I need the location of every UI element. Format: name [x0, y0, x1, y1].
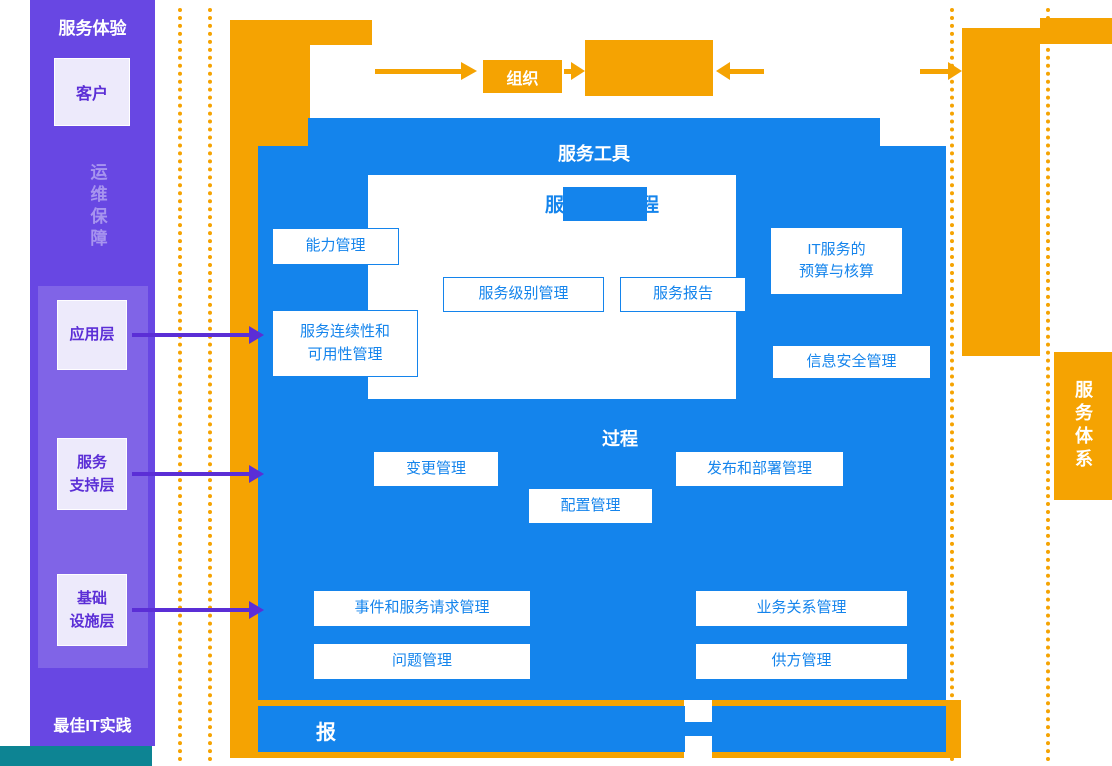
application-layer-arrow-head-icon — [249, 326, 264, 344]
org-box: 组织 — [483, 60, 562, 93]
business-relationship-box: 业务关系管理 — [695, 590, 908, 627]
customer-label: 客户 — [75, 86, 108, 103]
supplier-management-label: 供方管理 — [771, 652, 832, 670]
layer-application-label: 应用层 — [69, 326, 115, 344]
business-relationship-label: 业务关系管理 — [756, 599, 847, 617]
service-tools-title-text: 服务工具 — [558, 144, 630, 164]
arrow-right-icon-1 — [461, 62, 477, 80]
change-management-box: 变更管理 — [373, 451, 499, 487]
bottom-process-bar — [258, 706, 946, 752]
capability-management-box: 能力管理 — [272, 228, 399, 265]
release-deployment-label: 发布和部署管理 — [706, 459, 812, 477]
delivery-title-occluder-block — [563, 187, 647, 221]
service-level-management-box: 服务级别管理 — [443, 277, 604, 312]
tools-panel-tab — [308, 118, 880, 148]
service-support-layer-arrow-head-icon — [249, 465, 264, 483]
bottom-bar-text: 报 — [316, 722, 336, 744]
info-security-label: 信息安全管理 — [806, 352, 897, 370]
dashed-guide-left-1 — [178, 8, 182, 762]
layer-infrastructure-label: 基础 设施层 — [69, 589, 115, 630]
top-flow-box — [585, 40, 713, 96]
flow-line-4 — [920, 69, 948, 74]
info-security-box: 信息安全管理 — [772, 345, 931, 379]
service-support-layer-arrow-line — [132, 472, 250, 476]
control-title-occluder-block — [516, 421, 602, 455]
configuration-management-label: 配置管理 — [560, 496, 621, 514]
supplier-management-box: 供方管理 — [695, 643, 908, 680]
bottom-bar-notch-bottom — [685, 736, 712, 752]
service-system-bar: 服务体系 — [1054, 352, 1112, 500]
problem-management-label: 问题管理 — [391, 652, 452, 670]
change-management-label: 变更管理 — [405, 459, 466, 477]
release-deployment-box: 发布和部署管理 — [675, 451, 844, 487]
layer-service-support-label: 服务 支持层 — [69, 453, 115, 494]
infrastructure-layer-arrow-head-icon — [249, 601, 264, 619]
flow-line-1 — [375, 69, 461, 74]
service-report-label: 服务报告 — [652, 285, 713, 303]
problem-management-box: 问题管理 — [313, 643, 531, 680]
layer-infrastructure-box: 基础 设施层 — [57, 574, 127, 646]
layer-application-box: 应用层 — [57, 300, 127, 370]
service-report-box: 服务报告 — [620, 277, 746, 312]
incident-request-management-box: 事件和服务请求管理 — [313, 590, 531, 627]
continuity-availability-label: 服务连续性和 可用性管理 — [299, 323, 390, 363]
dashed-guide-right-2 — [1046, 8, 1050, 762]
continuity-availability-box: 服务连续性和 可用性管理 — [272, 310, 418, 377]
flow-line-3 — [730, 69, 764, 74]
infrastructure-layer-arrow-line — [132, 608, 250, 612]
orange-right-column — [962, 28, 1040, 356]
service-level-management-label: 服务级别管理 — [478, 285, 569, 303]
configuration-management-box: 配置管理 — [528, 488, 653, 524]
orange-frame-top-right-strip — [1040, 18, 1112, 44]
service-system-label: 服务体系 — [1073, 380, 1093, 472]
teal-accent-block — [0, 746, 152, 766]
it-budget-accounting-box: IT服务的 预算与核算 — [770, 227, 903, 295]
arrow-right-icon-3 — [948, 62, 962, 80]
dashed-guide-right-1 — [950, 8, 954, 762]
flow-line-2 — [564, 69, 572, 74]
arrow-left-icon — [716, 62, 730, 80]
service-tools-title: 服务工具 — [308, 140, 880, 166]
bottom-bar-notch-top — [685, 706, 712, 722]
org-box-label: 组织 — [506, 70, 539, 88]
ops-guarantee-label: 运维保障 — [87, 163, 107, 251]
layer-service-support-box: 服务 支持层 — [57, 438, 127, 510]
dashed-guide-left-2 — [208, 8, 212, 762]
incident-request-management-label: 事件和服务请求管理 — [354, 599, 490, 617]
service-experience-badge: 服务体验 — [58, 18, 127, 38]
application-layer-arrow-line — [132, 333, 250, 337]
orange-frame-top-left-strip — [230, 20, 372, 45]
it-budget-accounting-label: IT服务的 预算与核算 — [798, 240, 874, 281]
best-practice-label: 最佳IT实践 — [53, 718, 132, 735]
customer-box: 客户 — [54, 58, 130, 126]
arrow-right-icon-2 — [571, 62, 585, 80]
capability-management-label: 能力管理 — [305, 237, 366, 255]
